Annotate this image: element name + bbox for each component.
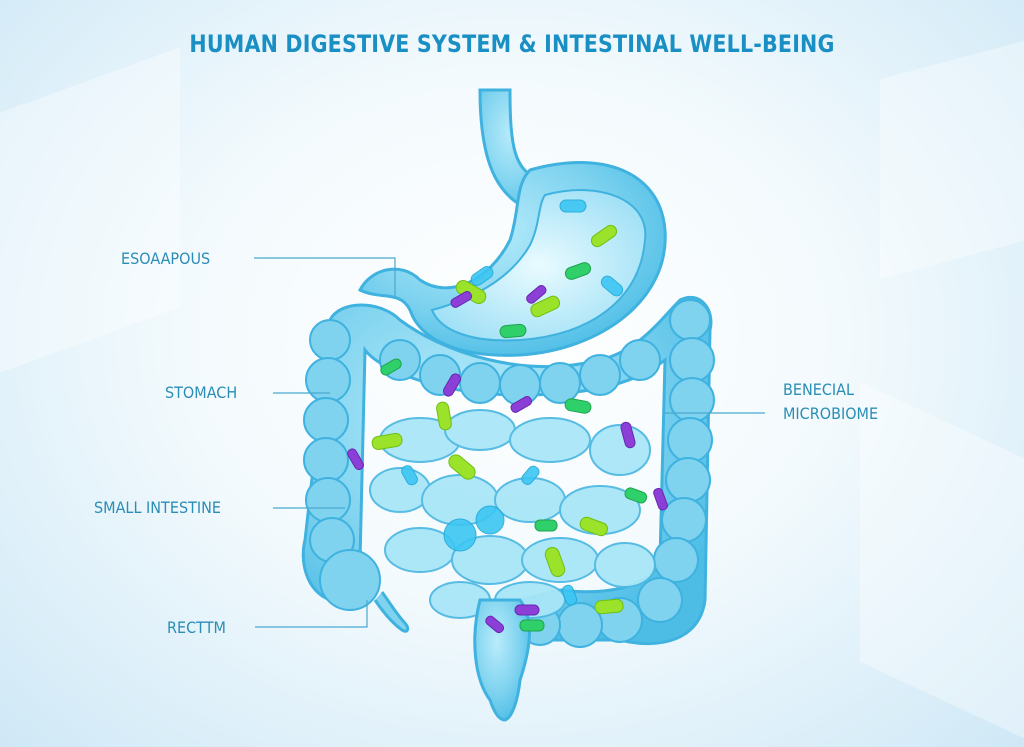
label-beneficial-line1: BENECIAL bbox=[783, 380, 855, 399]
label-beneficial-microbiome: BENECIAL MICROBIOME bbox=[783, 378, 878, 426]
label-rectum: RECTTM bbox=[167, 618, 226, 637]
colon-haustra bbox=[303, 299, 715, 648]
page-title: HUMAN DIGESTIVE SYSTEM & INTESTINAL WELL… bbox=[189, 30, 835, 58]
rectum bbox=[473, 598, 531, 722]
gut-bacteria bbox=[347, 199, 668, 634]
label-esophagus: ESOAAPOUS bbox=[121, 249, 211, 268]
label-small-intestine: SMALL INTESTINE bbox=[94, 498, 222, 517]
esophagus-leader-line bbox=[254, 257, 396, 298]
appendix bbox=[373, 591, 410, 633]
label-beneficial-line2: MICROBIOME bbox=[783, 404, 879, 423]
stomach bbox=[357, 161, 667, 357]
rectum-leader-line bbox=[255, 600, 368, 628]
label-stomach: STOMACH bbox=[165, 383, 238, 402]
small-intestine bbox=[369, 409, 656, 619]
leader-lines bbox=[254, 257, 765, 628]
